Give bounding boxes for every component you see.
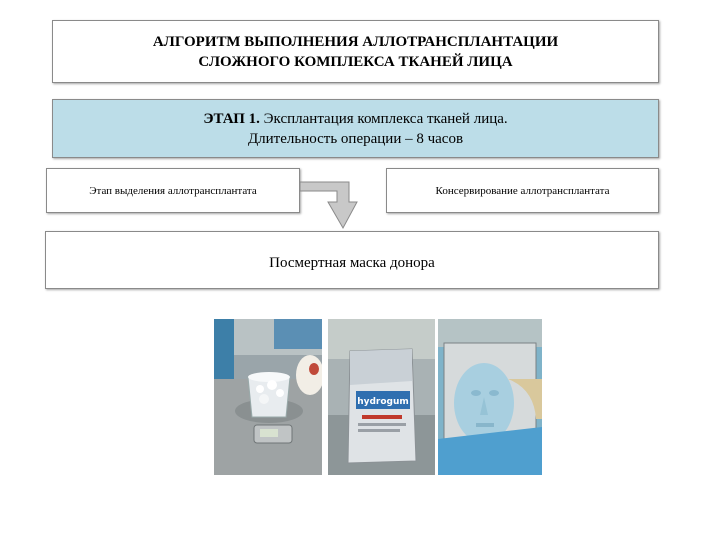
stage-heading: ЭТАП 1. Эксплантация комплекса тканей ли… bbox=[203, 109, 507, 129]
step-preservation-label: Консервирование аллотрансплантата bbox=[435, 184, 610, 197]
stage-text: Эксплантация комплекса тканей лица. bbox=[259, 110, 508, 127]
bag-brand-text: hydrogum bbox=[357, 397, 409, 407]
stage-duration: Длительность операции – 8 часов bbox=[247, 130, 464, 147]
photo-scale-bowl bbox=[214, 319, 322, 475]
step-preservation-box: Консервирование аллотрансплантата bbox=[386, 168, 659, 213]
photo-hydrogum-bag: hydrogum bbox=[328, 319, 435, 475]
title-line-1: АЛГОРИТМ ВЫПОЛНЕНИЯ АЛЛОТРАНСПЛАНТАЦИИ bbox=[152, 33, 559, 50]
step-extraction-box: Этап выделения аллотрансплантата bbox=[46, 168, 300, 213]
death-mask-box: Посмертная маска донора bbox=[45, 231, 659, 289]
death-mask-label: Посмертная маска донора bbox=[269, 255, 435, 271]
title-box: АЛГОРИТМ ВЫПОЛНЕНИЯ АЛЛОТРАНСПЛАНТАЦИИ С… bbox=[52, 20, 659, 83]
flow-arrow bbox=[300, 181, 358, 230]
title-line-2: СЛОЖНОГО КОМПЛЕКСА ТКАНЕЙ ЛИЦА bbox=[198, 53, 513, 70]
stage-box: ЭТАП 1. Эксплантация комплекса тканей ли… bbox=[52, 99, 659, 158]
photo-face-mask bbox=[438, 319, 542, 475]
step-extraction-label: Этап выделения аллотрансплантата bbox=[89, 184, 257, 197]
stage-label: ЭТАП 1. bbox=[203, 110, 260, 127]
